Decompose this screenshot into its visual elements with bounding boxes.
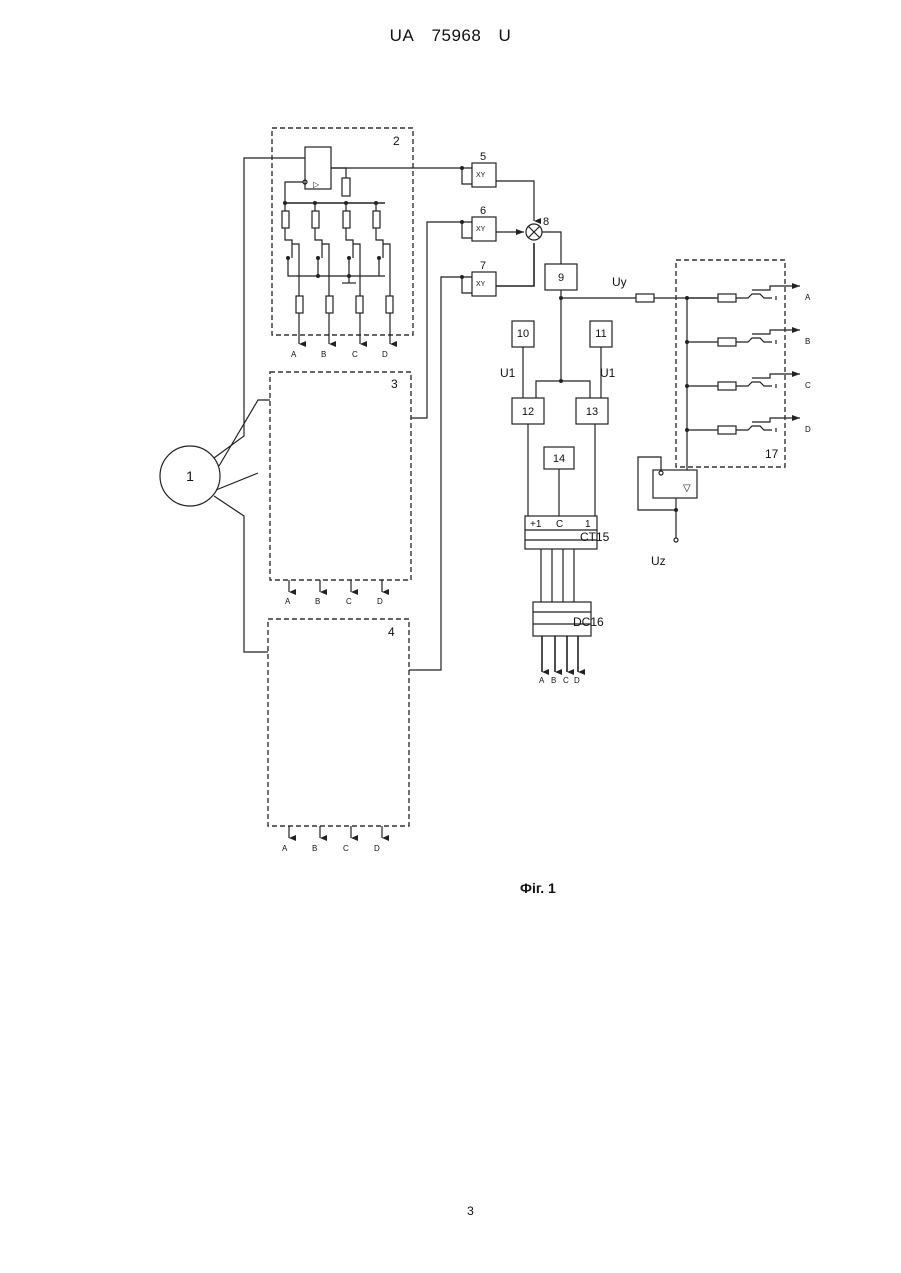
- source-10: 10: [512, 321, 534, 347]
- u1-left-label: U1: [500, 366, 516, 380]
- module-block-4: 4 A B C D: [268, 619, 409, 853]
- block-17-out-c: C: [805, 381, 811, 390]
- block-3-out-d: D: [377, 597, 383, 606]
- block-2-out-b: B: [321, 350, 326, 359]
- block-2-out-a: A: [291, 350, 297, 359]
- decoder-dc16: DC16: [533, 602, 604, 636]
- summator-8: 8: [526, 216, 549, 240]
- svg-text:10: 10: [517, 328, 529, 340]
- uz-label: Uz: [651, 554, 666, 568]
- block-3-out-a: A: [285, 597, 291, 606]
- block-17-out-d: D: [805, 425, 811, 434]
- block-17-out-b: B: [805, 337, 810, 346]
- svg-text:11: 11: [595, 328, 606, 340]
- multiplier-7: XY 7: [472, 260, 496, 296]
- svg-text:XY: XY: [476, 226, 486, 233]
- uy-label: Uy: [612, 275, 627, 289]
- block-6-label: 6: [480, 205, 486, 217]
- dc-out-b: B: [551, 676, 556, 685]
- module-block-3: 3 A B C D: [270, 372, 411, 606]
- generator-14: 14: [544, 447, 574, 469]
- block-3-out-c: C: [346, 597, 352, 606]
- dc-out-c: C: [563, 676, 569, 685]
- page-number: 3: [0, 1204, 901, 1218]
- comparator-12: 12: [512, 398, 544, 424]
- block-2-out-d: D: [382, 350, 388, 359]
- dc-out-d: D: [574, 676, 580, 685]
- ct-c: C: [556, 519, 563, 530]
- multiplier-6: XY 6: [472, 205, 496, 241]
- svg-text:▷: ▷: [313, 180, 320, 189]
- ct-r: 1: [585, 519, 591, 530]
- svg-text:9: 9: [558, 272, 564, 284]
- block-3-out-b: B: [315, 597, 320, 606]
- block-4-label: 4: [388, 625, 395, 639]
- figure-caption: Фіг. 1: [520, 880, 556, 896]
- block-5-label: 5: [480, 151, 486, 163]
- svg-text:▽: ▽: [683, 483, 691, 494]
- svg-text:14: 14: [553, 453, 565, 465]
- block-2-label: 2: [393, 134, 400, 148]
- ct-plus1: +1: [530, 519, 542, 530]
- block-1-label: 1: [186, 468, 194, 484]
- uz-comparator: ▽ Uz: [638, 430, 697, 568]
- block-3-label: 3: [391, 377, 398, 391]
- block-16-label: DC16: [573, 615, 604, 629]
- source-11: 11: [590, 321, 612, 347]
- module-block-2: 2 ▷: [272, 128, 413, 359]
- block-17-label: 17: [765, 447, 779, 461]
- block-9: 9: [545, 264, 577, 290]
- multiplier-5: XY 5: [472, 151, 496, 187]
- svg-text:13: 13: [586, 406, 598, 418]
- generator-block-1: 1: [160, 446, 220, 506]
- svg-text:XY: XY: [476, 172, 486, 179]
- block-15-label: CT15: [580, 530, 610, 544]
- block-7-label: 7: [480, 260, 486, 272]
- block-17-out-a: A: [805, 293, 811, 302]
- dc-out-a: A: [539, 676, 545, 685]
- module-block-17: 17: [676, 260, 811, 467]
- comparator-13: 13: [576, 398, 608, 424]
- block-8-label: 8: [543, 216, 549, 228]
- block-4-out-a: A: [282, 844, 288, 853]
- block-4-out-d: D: [374, 844, 380, 853]
- counter-ct15: +1 C 1 CT15: [525, 516, 610, 549]
- block-4-out-b: B: [312, 844, 317, 853]
- u1-right-label: U1: [600, 366, 616, 380]
- svg-text:12: 12: [522, 406, 534, 418]
- block-2-out-c: C: [352, 350, 358, 359]
- svg-text:XY: XY: [476, 281, 486, 288]
- block-4-out-c: C: [343, 844, 349, 853]
